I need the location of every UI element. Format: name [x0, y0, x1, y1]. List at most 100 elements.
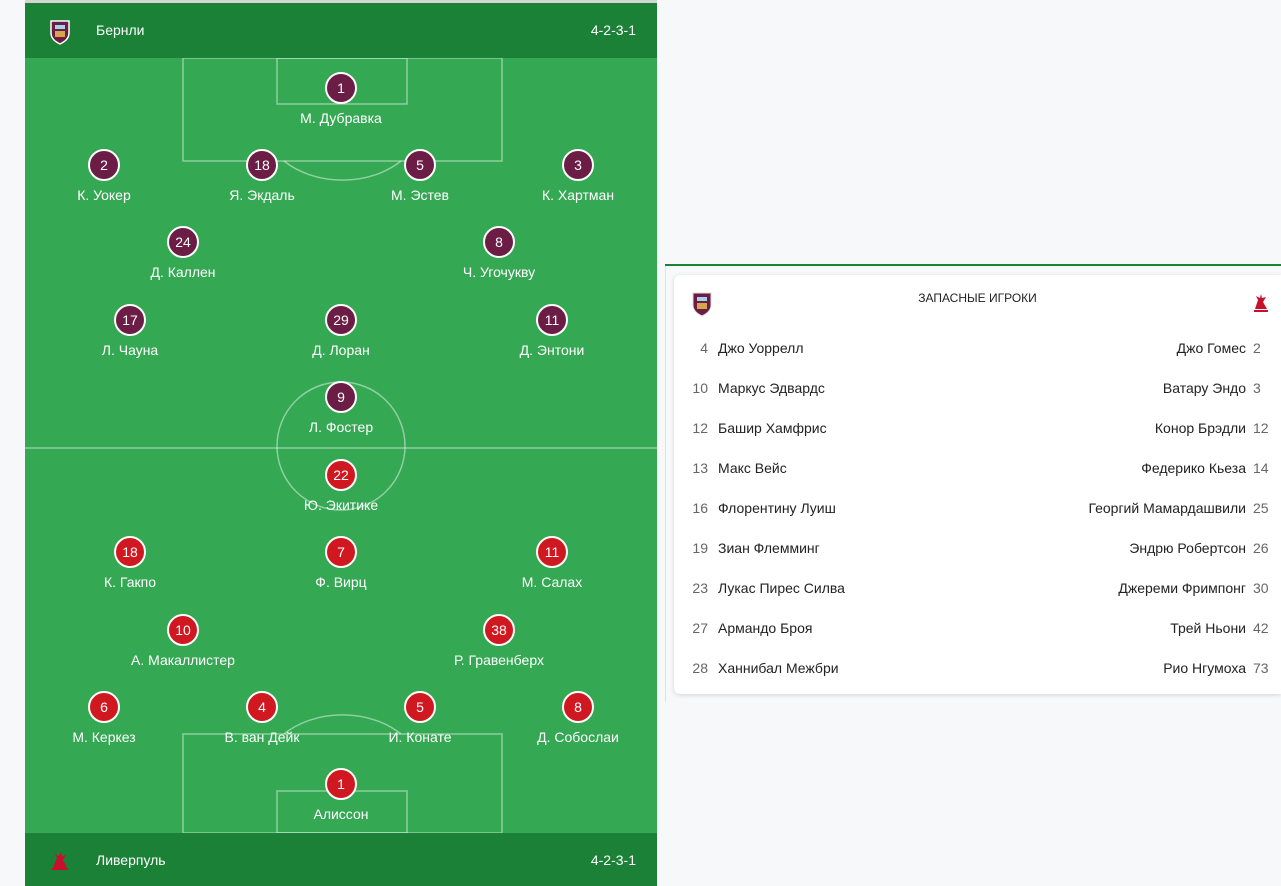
subs-accent-line [665, 264, 1281, 266]
player-marker[interactable]: 8 Ч. Угочукву [424, 226, 574, 280]
player-number: 11 [536, 536, 568, 568]
player-number: 5 [404, 691, 436, 723]
player-marker[interactable]: 5 М. Эстев [345, 149, 495, 203]
player-name: Алиссон [313, 806, 369, 822]
player-marker[interactable]: 5 И. Конате [345, 691, 495, 745]
player-name: Я. Экдаль [229, 187, 295, 203]
player-number: 8 [483, 226, 515, 258]
away-team-name: Ливерпуль [96, 852, 166, 868]
home-sub-name[interactable]: Флорентину Луиш [718, 500, 836, 516]
away-sub-name[interactable]: Джо Гомес [1176, 340, 1246, 356]
player-marker[interactable]: 29 Д. Лоран [266, 304, 416, 358]
player-number: 6 [88, 691, 120, 723]
player-marker[interactable]: 2 К. Уокер [29, 149, 179, 203]
subs-row: 23 Лукас Пирес Силва Джереми Фримпонг 30 [674, 580, 1281, 620]
player-number: 18 [114, 536, 146, 568]
player-name: К. Уокер [77, 187, 131, 203]
home-sub-name[interactable]: Лукас Пирес Силва [718, 580, 845, 596]
player-marker[interactable]: 10 А. Макаллистер [108, 614, 258, 668]
player-number: 3 [562, 149, 594, 181]
player-number: 5 [404, 149, 436, 181]
player-number: 2 [88, 149, 120, 181]
player-marker[interactable]: 18 К. Гакпо [55, 536, 205, 590]
subs-row: 10 Маркус Эдвардс Ватару Эндо 3 [674, 380, 1281, 420]
player-marker[interactable]: 4 В. ван Дейк [187, 691, 337, 745]
player-marker[interactable]: 18 Я. Экдаль [187, 149, 337, 203]
player-name: И. Конате [388, 729, 452, 745]
home-sub-number: 27 [692, 620, 708, 636]
subs-divider [665, 266, 666, 702]
player-number: 11 [536, 304, 568, 336]
player-number: 1 [325, 72, 357, 104]
home-sub-number: 10 [692, 380, 708, 396]
player-marker[interactable]: 11 М. Салах [477, 536, 627, 590]
player-marker[interactable]: 6 М. Керкез [29, 691, 179, 745]
away-sub-name[interactable]: Джереми Фримпонг [1118, 580, 1246, 596]
home-sub-number: 13 [692, 460, 708, 476]
away-team-header: Ливерпуль 4-2-3-1 [25, 833, 657, 886]
player-marker[interactable]: 7 Ф. Вирц [266, 536, 416, 590]
player-name: Ф. Вирц [315, 574, 367, 590]
away-sub-number: 73 [1253, 660, 1269, 676]
player-marker[interactable]: 3 К. Хартман [503, 149, 653, 203]
subs-row: 16 Флорентину Луиш Георгий Мамардашвили … [674, 500, 1281, 540]
player-name: К. Гакпо [103, 574, 156, 590]
away-sub-number: 25 [1253, 500, 1269, 516]
home-sub-number: 23 [692, 580, 708, 596]
home-sub-number: 16 [692, 500, 708, 516]
home-sub-name[interactable]: Маркус Эдвардс [718, 380, 825, 396]
player-name: Р. Гравенберх [454, 652, 544, 668]
home-sub-name[interactable]: Армандо Броя [718, 620, 813, 636]
player-number: 9 [325, 381, 357, 413]
player-number: 17 [114, 304, 146, 336]
player-marker[interactable]: 9 Л. Фостер [266, 381, 416, 435]
home-sub-name[interactable]: Джо Уоррелл [718, 340, 804, 356]
player-name: М. Салах [521, 574, 583, 590]
home-formation: 4-2-3-1 [590, 22, 636, 38]
away-sub-name[interactable]: Ватару Эндо [1162, 380, 1246, 396]
away-sub-name[interactable]: Эндрю Робертсон [1129, 540, 1246, 556]
player-marker[interactable]: 1 М. Дубравка [266, 72, 416, 126]
player-marker[interactable]: 1 Алиссон [266, 768, 416, 822]
substitutes-panel: ЗАПАСНЫЕ ИГРОКИ 4 Джо Уоррелл Джо Гомес … [674, 275, 1281, 694]
away-sub-name[interactable]: Конор Брэдли [1154, 420, 1246, 436]
away-sub-name[interactable]: Федерико Кьеза [1141, 460, 1246, 476]
player-marker[interactable]: 24 Д. Каллен [108, 226, 258, 280]
home-sub-name[interactable]: Башир Хамфрис [718, 420, 827, 436]
player-marker[interactable]: 38 Р. Гравенберх [424, 614, 574, 668]
player-name: Д. Лоран [312, 342, 370, 358]
player-name: Ю. Экитике [303, 497, 379, 513]
player-number: 38 [483, 614, 515, 646]
burnley-crest-icon [692, 292, 712, 317]
home-sub-number: 4 [700, 340, 708, 356]
away-sub-name[interactable]: Георгий Мамардашвили [1088, 500, 1246, 516]
player-name: Д. Каллен [150, 264, 216, 280]
player-marker[interactable]: 22 Ю. Экитике [266, 459, 416, 513]
player-number: 8 [562, 691, 594, 723]
home-sub-name[interactable]: Зиан Флемминг [718, 540, 820, 556]
home-sub-name[interactable]: Ханнибал Межбри [718, 660, 839, 676]
home-sub-number: 28 [692, 660, 708, 676]
lineup-pitch: Бернли 4-2-3-1 1 М. Дубравка 2 К. Уокер … [25, 0, 657, 886]
player-number: 10 [167, 614, 199, 646]
player-name: В. ван Дейк [224, 729, 300, 745]
home-team-name: Бернли [96, 22, 145, 38]
away-sub-name[interactable]: Рио Нгумоха [1163, 660, 1246, 676]
player-name: А. Макаллистер [131, 652, 235, 668]
player-marker[interactable]: 8 Д. Собослаи [503, 691, 653, 745]
player-name: М. Дубравка [300, 110, 382, 126]
subs-row: 12 Башир Хамфрис Конор Брэдли 12 [674, 420, 1281, 460]
subs-row: 19 Зиан Флемминг Эндрю Робертсон 26 [674, 540, 1281, 580]
home-sub-name[interactable]: Макс Вейс [718, 460, 787, 476]
away-formation: 4-2-3-1 [590, 852, 636, 868]
subs-row: 27 Армандо Броя Трей Ньони 42 [674, 620, 1281, 660]
player-name: Д. Собослаи [537, 729, 619, 745]
player-number: 22 [325, 459, 357, 491]
away-sub-name[interactable]: Трей Ньони [1170, 620, 1246, 636]
player-number: 1 [325, 768, 357, 800]
player-number: 24 [167, 226, 199, 258]
away-sub-number: 14 [1253, 460, 1269, 476]
player-number: 7 [325, 536, 357, 568]
player-marker[interactable]: 17 Л. Чауна [55, 304, 205, 358]
player-marker[interactable]: 11 Д. Энтони [477, 304, 627, 358]
